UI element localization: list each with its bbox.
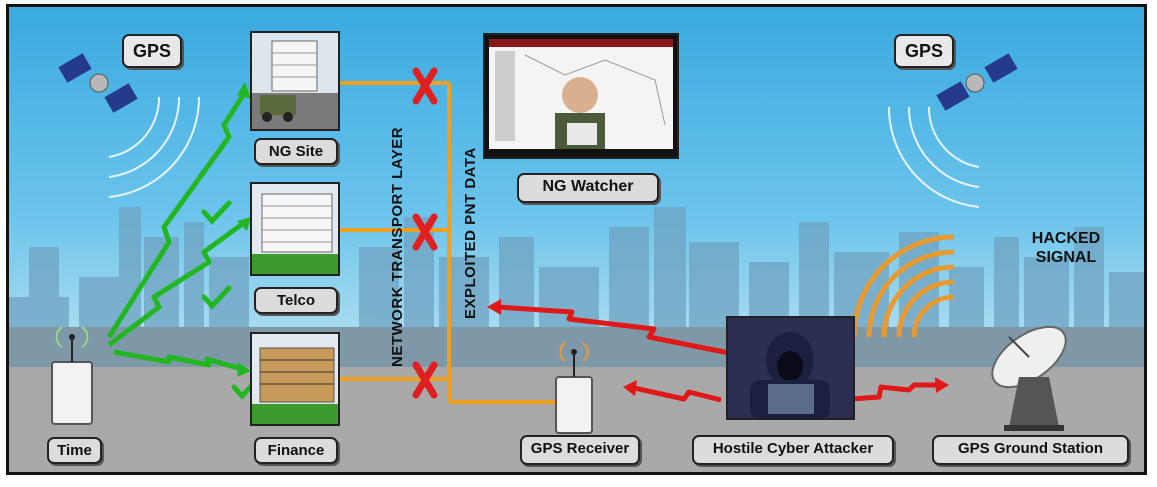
ng-site-label: NG Site bbox=[254, 138, 338, 165]
router-icon bbox=[555, 342, 593, 434]
satellite-icon bbox=[58, 53, 138, 113]
hacked-signal-waves bbox=[851, 234, 955, 338]
time-label: Time bbox=[47, 437, 102, 464]
hacked-signal-line2: SIGNAL bbox=[1035, 249, 1097, 266]
router-icon bbox=[51, 326, 93, 425]
exploited-pnt-data-label: EXPLOITED PNT DATA bbox=[462, 147, 479, 319]
ng-site-building bbox=[250, 31, 340, 131]
telco-label: Telco bbox=[254, 287, 338, 314]
connection-layer bbox=[51, 53, 1067, 434]
finance-label: Finance bbox=[254, 437, 338, 464]
network-transport-layer-label: NETWORK TRANSPORT LAYER bbox=[389, 126, 406, 367]
hooded-hacker-icon bbox=[726, 316, 855, 420]
pnt-attack-diagram: GPS GPS NG Site Telco Finance Time bbox=[6, 4, 1147, 475]
ng-watcher-label: NG Watcher bbox=[517, 173, 659, 203]
gps-receiver-label: GPS Receiver bbox=[520, 435, 640, 465]
x-mark-icon bbox=[412, 67, 438, 399]
good-signals bbox=[106, 90, 248, 372]
gps-left-label: GPS bbox=[122, 34, 182, 68]
satellite-icon bbox=[936, 53, 1018, 111]
gps-right-label: GPS bbox=[894, 34, 954, 68]
hostile-attacker-label: Hostile Cyber Attacker bbox=[692, 435, 894, 465]
finance-building bbox=[250, 332, 340, 426]
hacked-signal-line1: HACKED bbox=[1031, 230, 1101, 247]
hacked-signal-label: HACKED SIGNAL bbox=[1021, 229, 1111, 267]
satellite-dish-icon bbox=[991, 325, 1067, 431]
gps-ground-station-label: GPS Ground Station bbox=[932, 435, 1129, 465]
telco-building bbox=[250, 182, 340, 276]
ng-watcher-monitor bbox=[483, 33, 679, 159]
hacked-signals bbox=[496, 304, 939, 403]
